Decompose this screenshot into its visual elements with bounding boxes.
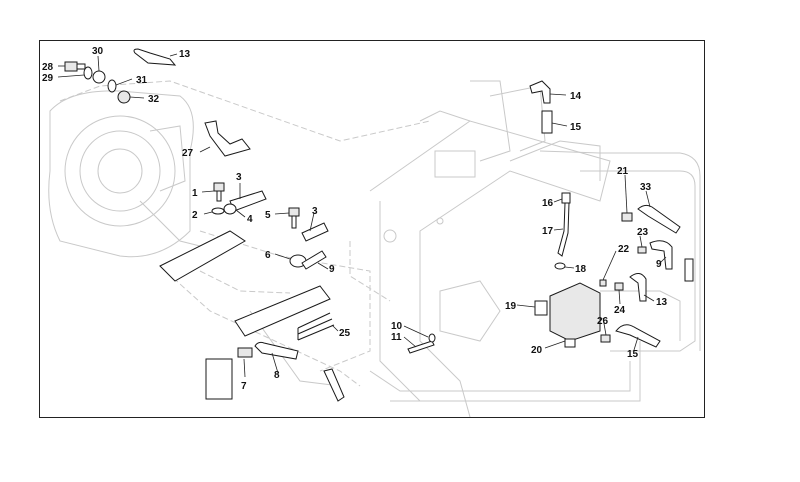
callout-9: 9: [329, 264, 335, 275]
callout-29: 29: [42, 73, 54, 84]
callout-11: 11: [391, 332, 402, 343]
callout-10: 10: [391, 321, 403, 332]
part-15-hose-lower: [615, 324, 661, 348]
callout-25: 25: [339, 328, 351, 339]
part-23-fitting: [637, 246, 647, 254]
callout-31: 31: [136, 75, 148, 86]
exploded-parts-diagram: 28 29 30 13 31 32 27 1 3 2 4 5 3 6 9 25 …: [42, 46, 701, 417]
part-32-nut: [117, 90, 131, 104]
callout-27: 27: [182, 148, 194, 159]
part-2-washer: [211, 207, 225, 215]
part-16-cap: [561, 192, 571, 204]
callout-23: 23: [637, 227, 649, 238]
hose-end-lower: [323, 368, 345, 402]
callout-9-right: 9: [656, 259, 662, 270]
part-8-elbow-hose: [254, 341, 299, 360]
part-27-bracket: [204, 120, 251, 157]
part-1-bolt: [213, 182, 225, 202]
part-24-fitting: [614, 282, 624, 291]
callout-26: 26: [597, 316, 609, 327]
callout-28: 28: [42, 62, 54, 73]
callout-21: 21: [617, 166, 629, 177]
part-26-fitting: [600, 334, 611, 343]
part-17-lever: [557, 202, 570, 257]
callout-labels: 28 29 30 13 31 32 27 1 3 2 4 5 3 6 9 25 …: [42, 46, 668, 392]
part-30-adapter: [92, 70, 106, 84]
cylinder-upper: [159, 230, 246, 282]
part-3-banjo-hose-b: [301, 222, 329, 242]
callout-16: 16: [542, 198, 554, 209]
background-housing: [48, 80, 701, 417]
callout-15-right: 15: [627, 349, 639, 360]
callout-2: 2: [192, 210, 198, 221]
callout-30: 30: [92, 46, 104, 57]
callout-20: 20: [531, 345, 543, 356]
hose-end-right: [684, 258, 694, 282]
part-18-washer: [554, 262, 566, 270]
part-4-banjo: [223, 203, 237, 215]
part-10-bolt: [407, 340, 435, 354]
part-29-washer: [83, 66, 93, 80]
part-33-hose: [637, 204, 681, 234]
part-7-fitting: [205, 347, 253, 400]
leader-lines: [57, 53, 667, 378]
diagram-frame: 28 29 30 13 31 32 27 1 3 2 4 5 3 6 9 25 …: [39, 40, 705, 418]
part-9-hose-right: [649, 240, 673, 270]
callout-3: 3: [236, 172, 242, 183]
cylinder-lower: [234, 285, 331, 337]
callout-24: 24: [614, 305, 626, 316]
part-9-hose: [301, 250, 327, 270]
callout-14: 14: [570, 91, 582, 102]
callout-15: 15: [570, 122, 582, 133]
callout-4: 4: [247, 214, 253, 225]
callout-19: 19: [505, 301, 517, 312]
part-13-elbow-hose: [133, 48, 177, 66]
callout-5: 5: [265, 210, 271, 221]
part-31-washer: [107, 79, 117, 93]
part-13-hose-right: [629, 273, 647, 302]
part-22-plug: [599, 279, 607, 287]
part-28-plug: [64, 61, 86, 72]
callout-22: 22: [618, 244, 630, 255]
callout-8: 8: [274, 370, 280, 381]
part-15-hose-end: [541, 110, 553, 134]
part-14-elbow: [529, 80, 551, 104]
callout-32: 32: [148, 94, 160, 105]
callout-1: 1: [192, 188, 198, 199]
callout-18: 18: [575, 264, 587, 275]
part-5-bolt: [288, 207, 300, 229]
callout-6: 6: [265, 250, 271, 261]
callout-3-second: 3: [312, 206, 318, 217]
part-21-fitting: [621, 212, 633, 222]
callout-13: 13: [179, 49, 191, 60]
part-20-valve-block: [534, 282, 601, 348]
part-25-spring: [297, 312, 335, 341]
part-11-washer: [428, 333, 436, 343]
callout-17: 17: [542, 226, 554, 237]
callout-13-right: 13: [656, 297, 668, 308]
callout-33: 33: [640, 182, 652, 193]
callout-7: 7: [241, 381, 247, 392]
parts: [64, 48, 694, 402]
